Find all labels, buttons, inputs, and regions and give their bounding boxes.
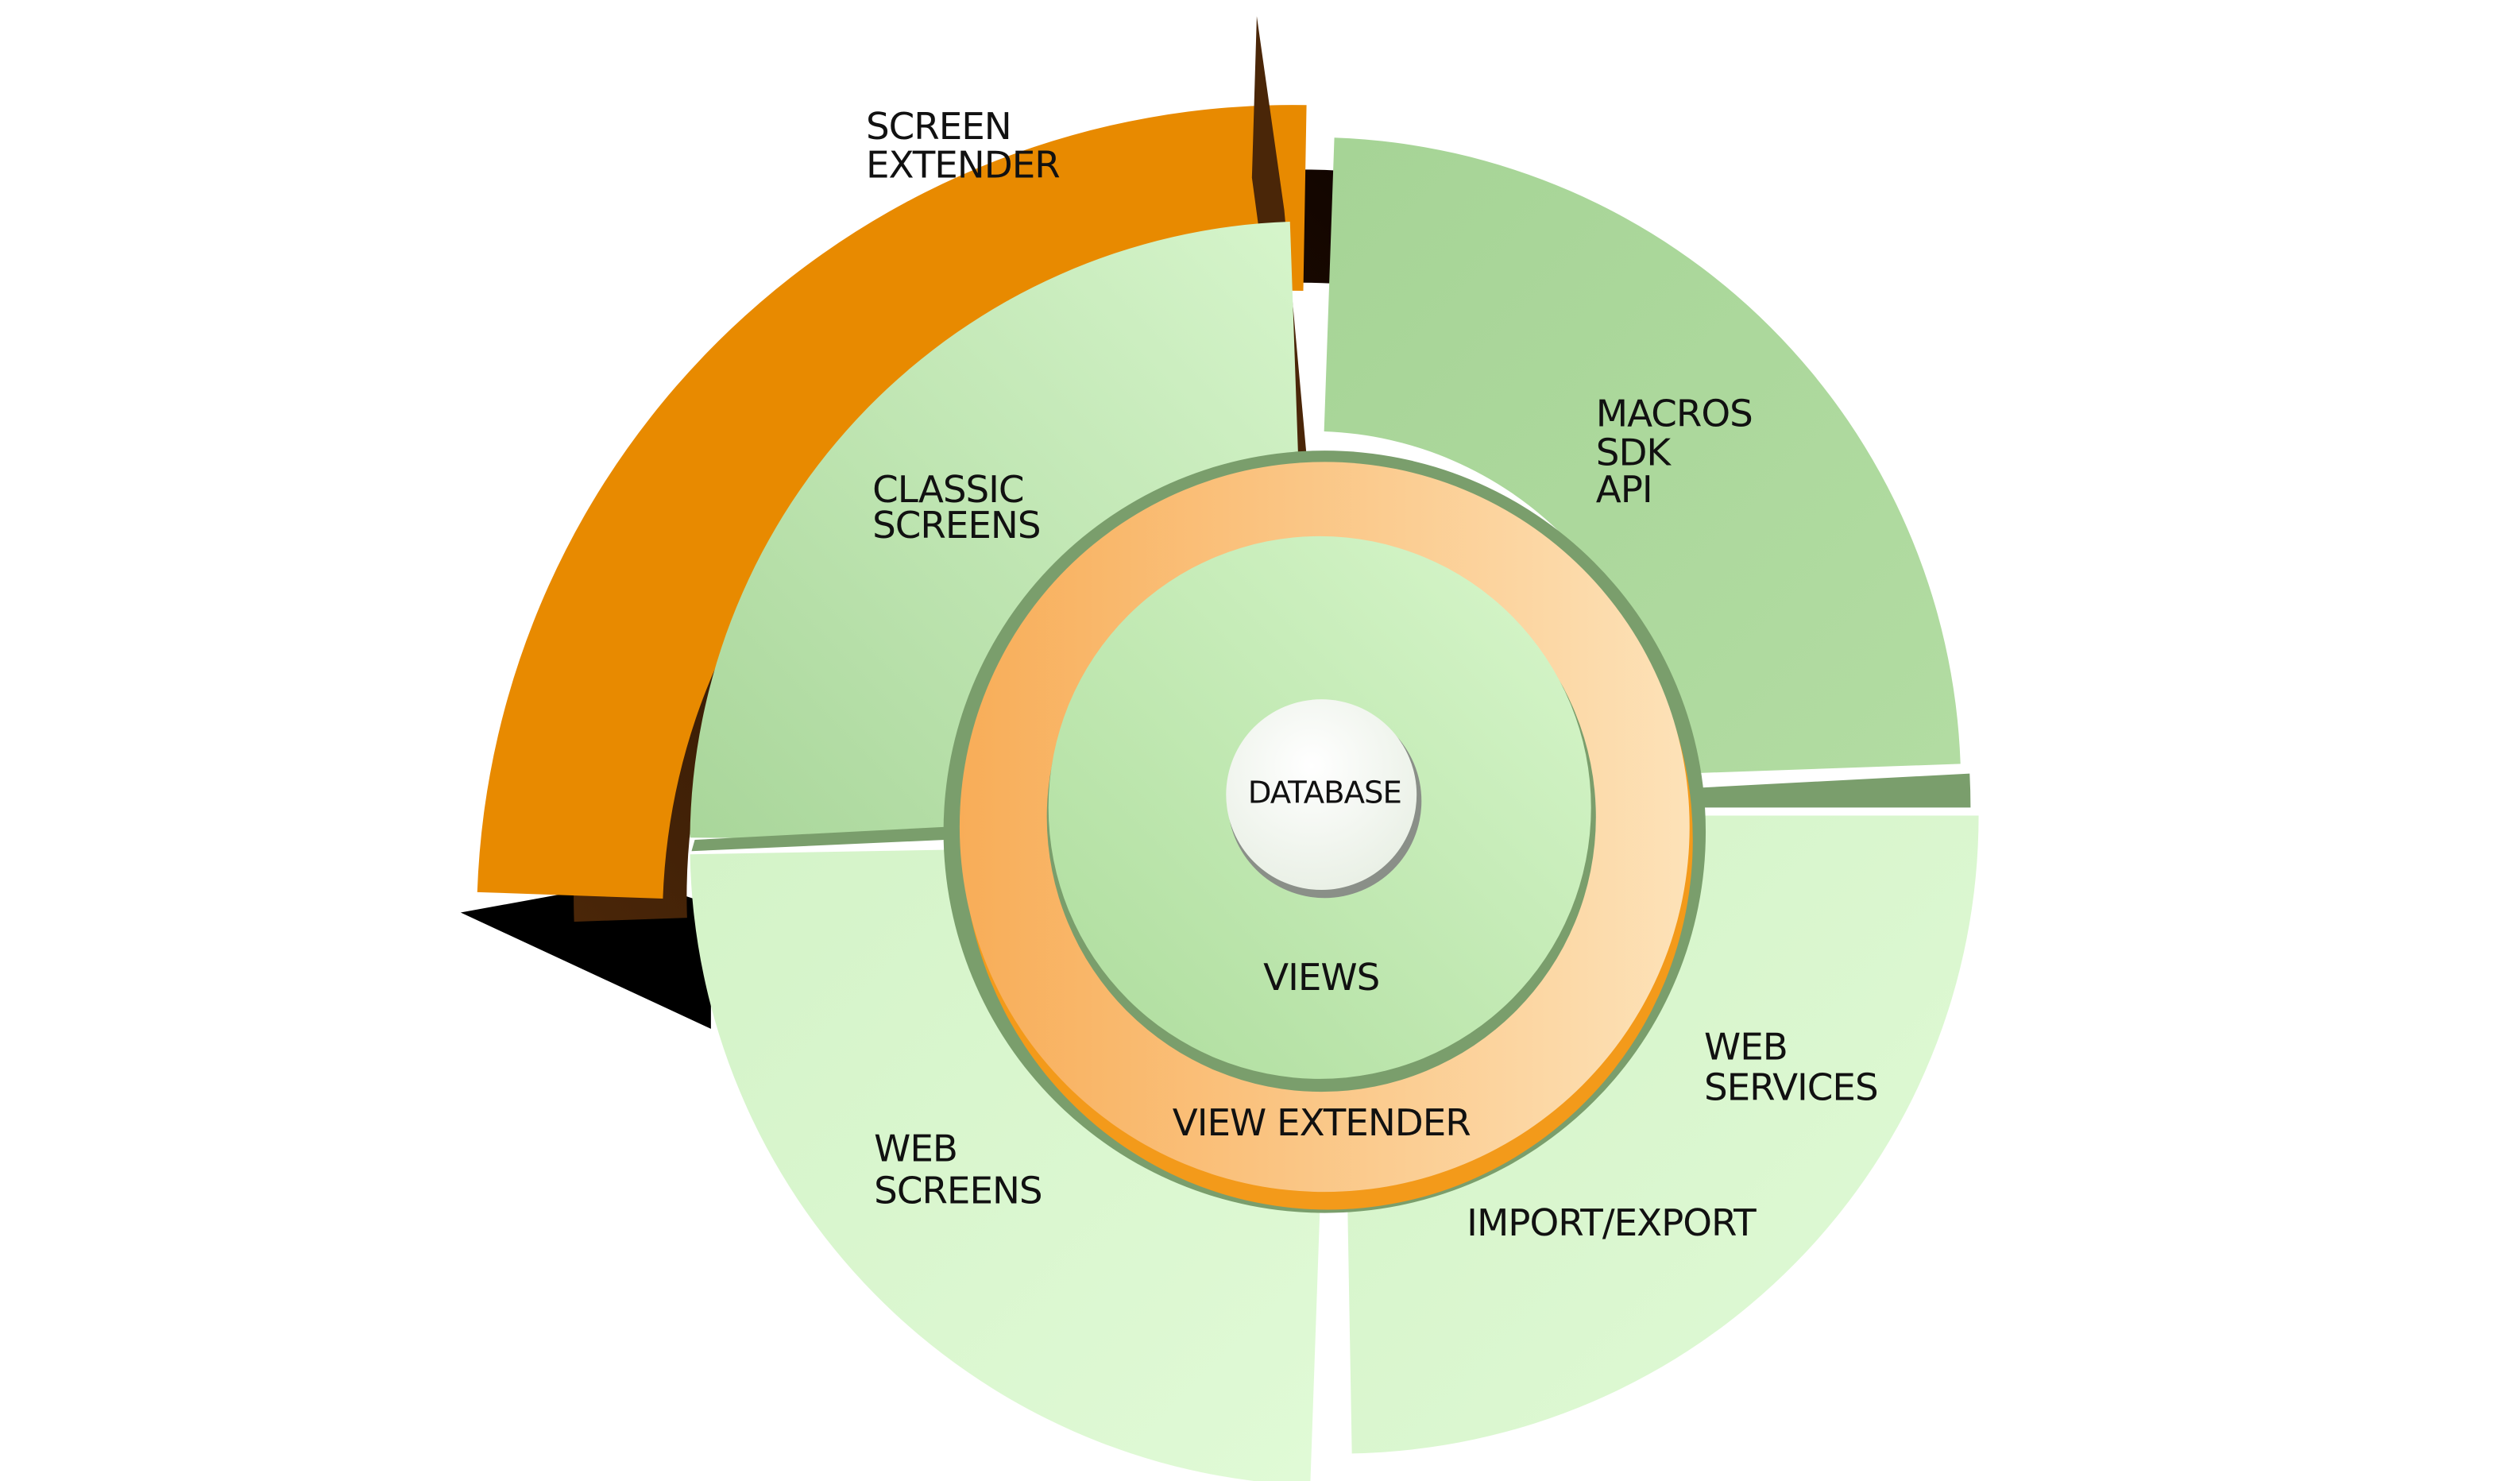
web-services-label: WEB SERVICES [1704, 1026, 1878, 1109]
classic-screens-side [691, 826, 945, 852]
views-label: VIEWS [1263, 957, 1379, 1000]
database-disc[interactable] [1226, 699, 1417, 891]
classic-screens-label: CLASSIC SCREENS [872, 469, 1040, 547]
macros-segment-side [1675, 773, 1971, 808]
import-export-label: IMPORT/EXPORT [1467, 1202, 1757, 1245]
classic-screens-segment[interactable] [690, 221, 1300, 841]
web-services-segment[interactable] [1347, 815, 1979, 1454]
macros-sdk-api-label: MACROS SDK API [1596, 393, 1764, 512]
view-extender-label: VIEW EXTENDER [1173, 1102, 1471, 1145]
screen-extender-label: SCREEN EXTENDER [866, 106, 1060, 188]
macros-sdk-api-segment[interactable] [1324, 137, 1961, 775]
database-label: DATABASE [1248, 775, 1401, 810]
web-screens-label: WEB SCREENS [874, 1128, 1042, 1213]
web-screens-segment[interactable] [690, 849, 1320, 1481]
